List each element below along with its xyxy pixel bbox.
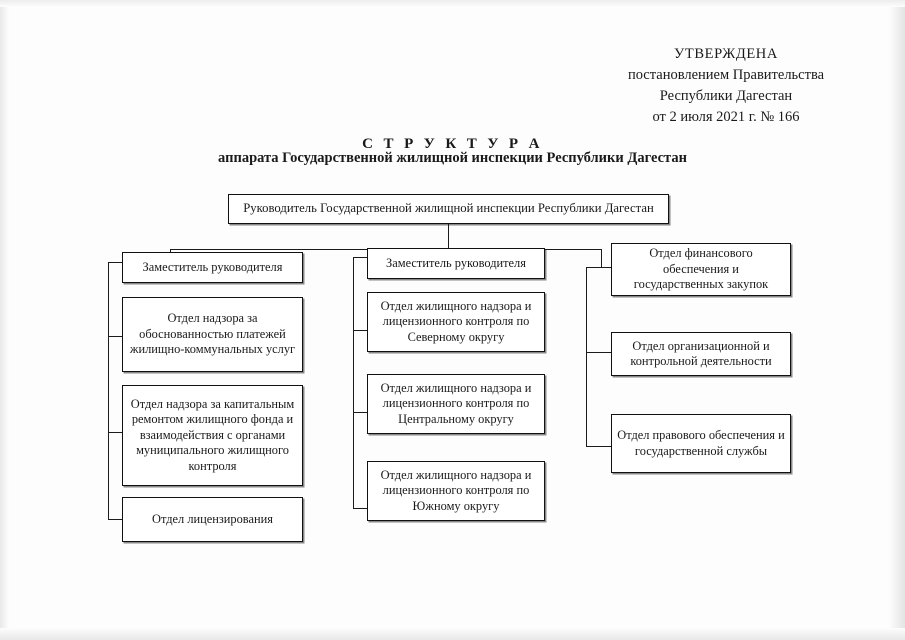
connector-stub-deputy-head-left <box>108 262 123 264</box>
approval-line-3: Республики Дагестан <box>659 88 793 104</box>
node-root: Руководитель Государственной жилищной ин… <box>228 194 669 224</box>
connector-stub-dept-organizational-control <box>586 352 612 354</box>
connector-stub-dept-southern-district <box>353 508 368 510</box>
connector-spine-middle-column <box>353 257 355 509</box>
document-subtitle: аппарата Государственной жилищной инспек… <box>218 150 687 166</box>
node-deputy-head-left: Заместитель руководителя <box>122 252 303 283</box>
approval-block: УТВЕРЖДЕНА постановлением Правительства … <box>596 44 856 128</box>
connector-spine-left-column <box>108 262 110 520</box>
node-dept-capital-repair: Отдел надзора за капитальным ремонтом жи… <box>122 385 303 486</box>
approval-line-4: от 2 июля 2021 г. № 166 <box>652 109 800 125</box>
connector-stub-dept-central-district <box>353 412 368 414</box>
document-title: С Т Р У К Т У Р А <box>362 136 543 152</box>
connector-stub-dept-licensing <box>108 519 123 521</box>
connector-stub-dept-capital-repair <box>108 432 123 434</box>
connector-stub-dept-northern-district <box>353 330 368 332</box>
node-dept-northern-district: Отдел жилищного надзора и лицензионного … <box>367 292 545 352</box>
connector-root-stem <box>448 224 450 250</box>
node-dept-legal-civil-service: Отдел правового обеспечения и государств… <box>611 414 791 473</box>
connector-spine-right-column <box>586 267 588 447</box>
node-dept-southern-district: Отдел жилищного надзора и лицензионного … <box>367 461 545 521</box>
connector-stub-dept-payment-validity <box>108 336 123 338</box>
connector-stub-dept-legal-civil-service <box>586 446 612 448</box>
connector-stub-dept-financial-support <box>586 267 612 269</box>
node-dept-payment-validity: Отдел надзора за обоснованностью платеже… <box>122 297 303 372</box>
node-deputy-head-middle: Заместитель руководителя <box>367 248 545 279</box>
node-dept-central-district: Отдел жилищного надзора и лицензионного … <box>367 374 545 434</box>
connector-drop-right-column <box>601 249 603 268</box>
node-dept-organizational-control: Отдел организационной и контрольной деят… <box>611 332 791 376</box>
approval-line-1: УТВЕРЖДЕНА <box>674 46 778 62</box>
approval-line-2: постановлением Правительства <box>627 67 825 83</box>
connector-stub-deputy-head-middle <box>353 257 368 259</box>
node-dept-licensing: Отдел лицензирования <box>122 497 303 542</box>
node-dept-financial-support: Отдел финансового обеспечения и государс… <box>611 243 791 296</box>
